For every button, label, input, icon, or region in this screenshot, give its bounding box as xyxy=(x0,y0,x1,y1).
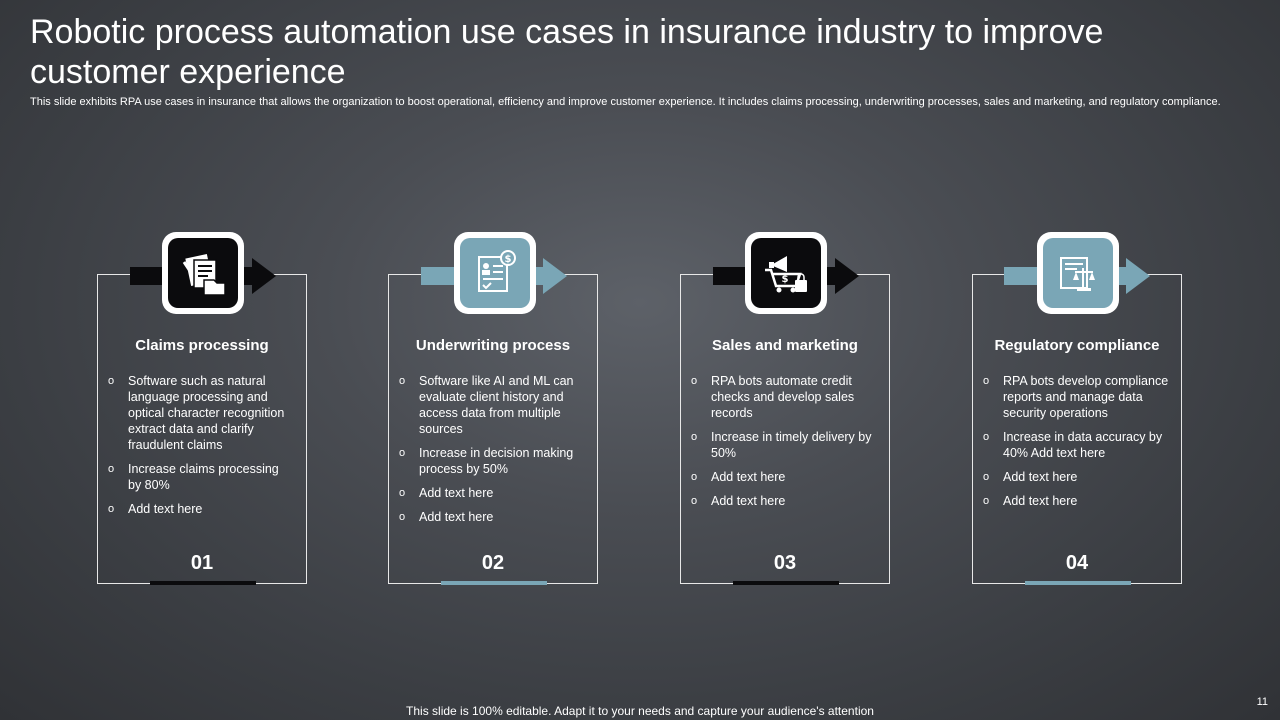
card-title: Underwriting process xyxy=(415,337,571,354)
marketing-cart-icon-frame: $ xyxy=(745,232,827,314)
card-title: Regulatory compliance xyxy=(994,337,1160,354)
svg-text:$: $ xyxy=(505,254,512,265)
bullet-icon: o xyxy=(691,431,698,443)
compliance-scale-icon-frame xyxy=(1037,232,1119,314)
bullet-icon: o xyxy=(108,503,115,515)
accent-bar xyxy=(150,581,256,585)
bullet-icon: o xyxy=(399,447,406,459)
bullet-icon: o xyxy=(399,487,406,499)
slide-subtitle: This slide exhibits RPA use cases in ins… xyxy=(30,96,1221,108)
bullet-icon: o xyxy=(691,375,698,387)
slide-title: Robotic process automation use cases in … xyxy=(30,13,1104,91)
slide-footer: This slide is 100% editable. Adapt it to… xyxy=(406,704,874,718)
card-title: Sales and marketing xyxy=(712,337,858,354)
claim-documents-icon-frame xyxy=(162,232,244,314)
bullet-icon: o xyxy=(108,375,115,387)
bullet-icon: o xyxy=(983,495,990,507)
card-number: 01 xyxy=(190,552,214,574)
bullet-icon: o xyxy=(983,375,990,387)
bullet-icon: o xyxy=(691,495,698,507)
bullet-icon: o xyxy=(399,375,406,387)
bullet-icon: o xyxy=(399,511,406,523)
bullet-icon: o xyxy=(691,471,698,483)
bullet-icon: o xyxy=(983,471,990,483)
claim-documents-icon xyxy=(182,254,226,296)
underwriting-document-icon: $ xyxy=(478,250,516,292)
bullet-icon: o xyxy=(108,463,115,475)
underwriting-document-icon-frame: $ xyxy=(454,232,536,314)
accent-bar xyxy=(733,581,839,585)
compliance-scale-icon xyxy=(1060,257,1095,291)
accent-bar xyxy=(441,581,547,585)
bullet-icon: o xyxy=(983,431,990,443)
card-number: 04 xyxy=(1065,552,1089,574)
marketing-cart-icon: $ xyxy=(765,256,807,293)
page-number: 11 xyxy=(1256,696,1268,708)
accent-bar xyxy=(1025,581,1131,585)
card-number: 02 xyxy=(481,552,505,574)
card-title: Claims processing xyxy=(135,337,269,354)
card-number: 03 xyxy=(773,552,797,574)
svg-text:$: $ xyxy=(782,274,789,285)
